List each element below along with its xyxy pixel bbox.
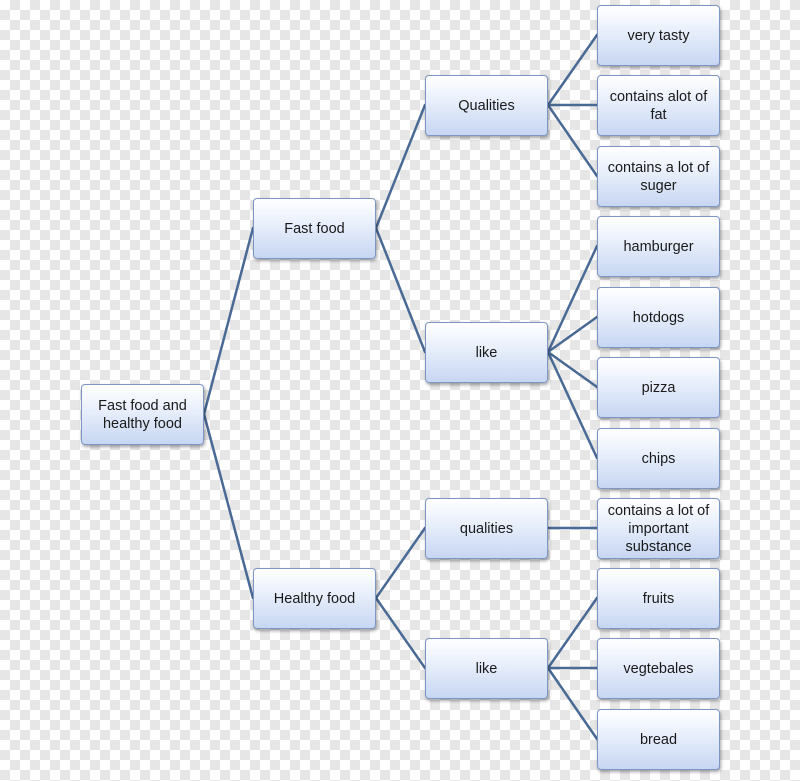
leaf-label: contains alot of fat [609, 88, 708, 123]
leaf-node-hamburger: hamburger [597, 216, 720, 277]
leaf-node-pizza: pizza [597, 357, 720, 418]
healthy-food-like-label: like [475, 660, 498, 677]
connector-fl-4 [546, 350, 599, 460]
connector-hl-3 [546, 666, 599, 741]
leaf-label: pizza [641, 379, 676, 396]
connector-root-fast [202, 226, 255, 416]
connector-fast-like [374, 226, 427, 354]
healthy-food-node: Healthy food [253, 568, 376, 629]
leaf-label: contains a lot of important substance [607, 502, 710, 555]
healthy-food-qualities-label: qualities [459, 520, 514, 537]
leaf-label: chips [641, 450, 676, 467]
fast-food-like-label: like [475, 344, 498, 361]
leaf-node-bread: bread [597, 709, 720, 770]
healthy-food-node-label: Healthy food [273, 590, 356, 607]
leaf-label: contains a lot of suger [607, 159, 710, 194]
leaf-label: bread [639, 731, 678, 748]
healthy-food-like-node: like [425, 638, 548, 699]
leaf-label: hamburger [623, 238, 694, 255]
connector-healthy-like [374, 596, 427, 670]
connector-fl-3 [546, 350, 599, 389]
connector-healthy-qualities [374, 526, 427, 600]
leaf-node-hotdogs: hotdogs [597, 287, 720, 348]
fast-food-node-label: Fast food [284, 220, 345, 237]
connector-fast-qualities [374, 103, 427, 230]
connector-fq-1 [546, 33, 599, 107]
fast-food-like-node: like [425, 322, 548, 383]
leaf-node-very-tasty: very tasty [597, 5, 720, 66]
leaf-label: vegtebales [623, 660, 694, 677]
leaf-node-suger: contains a lot of suger [597, 146, 720, 207]
connector-root-healthy [202, 412, 255, 600]
root-node: Fast food and healthy food [81, 384, 204, 445]
leaf-label: fruits [642, 590, 675, 607]
connector-hl-1 [546, 596, 599, 670]
leaf-node-vegtebales: vegtebales [597, 638, 720, 699]
connector-fl-2 [546, 315, 599, 354]
fast-food-qualities-node: Qualities [425, 75, 548, 136]
leaf-label: hotdogs [632, 309, 685, 326]
healthy-food-qualities-node: qualities [425, 498, 548, 559]
leaf-node-fat: contains alot of fat [597, 75, 720, 136]
leaf-node-important-substance: contains a lot of important substance [597, 498, 720, 559]
leaf-node-fruits: fruits [597, 568, 720, 629]
leaf-label: very tasty [627, 27, 690, 44]
fast-food-qualities-label: Qualities [458, 97, 515, 114]
connector-fl-1 [546, 244, 599, 354]
leaf-node-chips: chips [597, 428, 720, 489]
connector-fq-3 [546, 103, 599, 178]
root-node-label: Fast food and healthy food [98, 397, 187, 432]
fast-food-node: Fast food [253, 198, 376, 259]
